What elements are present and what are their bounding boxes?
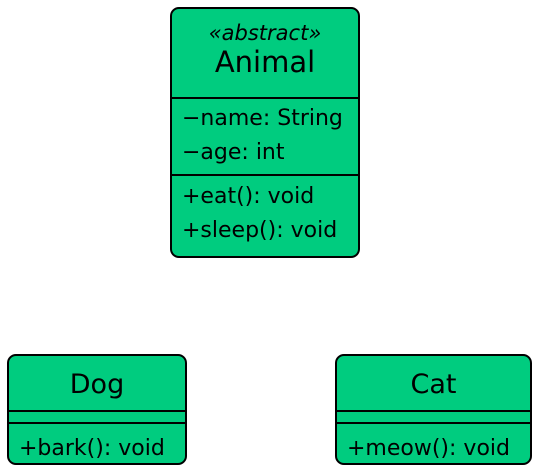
class-cat[interactable]: Cat +meow(): void <box>335 354 532 465</box>
operations-compartment: +eat(): void +sleep(): void <box>172 176 358 252</box>
class-name: Animal <box>214 45 316 79</box>
operations-compartment: +meow(): void <box>337 424 530 466</box>
class-dog[interactable]: Dog +bark(): void <box>7 354 187 465</box>
class-header: Dog <box>9 356 185 412</box>
attributes-compartment: −name: String −age: int <box>172 99 358 176</box>
attribute: −age: int <box>182 140 285 165</box>
class-stereotype: «abstract» <box>208 21 322 45</box>
operation: +bark(): void <box>19 436 165 461</box>
class-name: Dog <box>69 369 125 400</box>
operation: +sleep(): void <box>182 218 338 243</box>
class-animal[interactable]: «abstract» Animal −name: String −age: in… <box>170 7 360 258</box>
class-name: Cat <box>410 369 457 400</box>
class-header: Cat <box>337 356 530 412</box>
attributes-compartment <box>337 412 530 424</box>
operation: +meow(): void <box>347 436 510 461</box>
attributes-compartment <box>9 412 185 424</box>
attribute: −name: String <box>182 106 343 131</box>
class-header: «abstract» Animal <box>172 9 358 99</box>
operations-compartment: +bark(): void <box>9 424 185 466</box>
operation: +eat(): void <box>182 184 315 209</box>
